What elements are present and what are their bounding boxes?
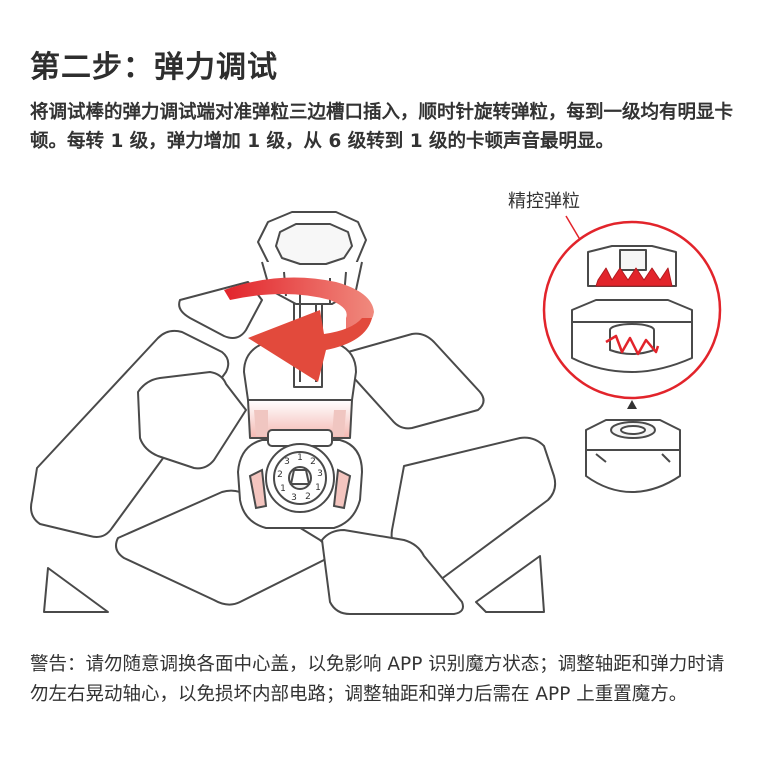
dial-number: 2 (277, 470, 283, 480)
dial-number: 1 (297, 453, 303, 463)
cube-piece-corner-left (43, 567, 109, 613)
pointer-up-triangle-icon (627, 400, 637, 409)
dial-number: 1 (280, 484, 286, 494)
dial-number: 1 (315, 483, 321, 493)
rotate-clockwise-arrow-icon (224, 277, 374, 382)
cube-piece-mid-left (137, 371, 247, 470)
center-cap-dial-icon (236, 429, 364, 529)
dial-number: 3 (291, 493, 297, 503)
dial-number: 3 (317, 469, 323, 479)
dial-number: 2 (305, 492, 311, 502)
instruction-text: 将调试棒的弹力调试端对准弹粒三边槽口插入，顺时针旋转弹粒，每到一级均有明显卡顿。… (30, 102, 734, 152)
dial-numbers: 1 2 3 1 2 3 1 2 3 (277, 453, 323, 503)
page-title: 第二步：弹力调试 (30, 50, 278, 85)
dial-number: 2 (310, 457, 316, 467)
cube-piece-bottom-center (321, 529, 464, 615)
callout-magnifier (542, 215, 722, 400)
cube-piece-top-right (347, 332, 485, 430)
spring-pellet-icon (571, 245, 693, 373)
callout-label-spring-pellet: 精控弹粒 (508, 191, 580, 212)
cube-pieces (30, 281, 557, 615)
spring-pellet-part (585, 419, 681, 493)
warning-text: 警告：请勿随意调换各面中心盖，以免影响 APP 识别魔方状态；调整轴距和弹力时请… (30, 654, 725, 705)
cube-piece-corner-right (475, 555, 545, 613)
dial-number: 3 (284, 457, 290, 467)
